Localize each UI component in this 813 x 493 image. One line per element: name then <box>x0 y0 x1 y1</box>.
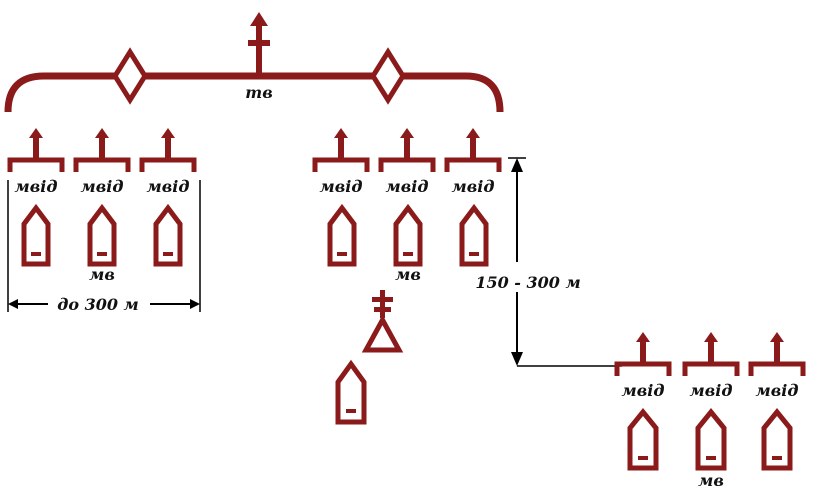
unit-symbol-icon <box>312 128 370 172</box>
unit-symbol-icon <box>378 128 436 172</box>
vehicle-icon <box>87 203 117 267</box>
diamond-left-icon <box>112 47 148 105</box>
arrow-left-icon <box>8 299 18 309</box>
unit-symbol-icon <box>73 128 131 172</box>
unit-symbol-icon <box>682 332 740 376</box>
commander-group: тв <box>4 12 504 113</box>
unit-symbol-icon <box>614 332 672 376</box>
command-post-icon <box>361 290 404 353</box>
unit-label: мвід <box>147 177 190 196</box>
mid-group: мвід мвід мвід мв <box>312 128 502 425</box>
diamond-right-icon <box>370 47 406 105</box>
unit-label: мвід <box>622 381 665 400</box>
arrow-right-icon <box>190 299 200 309</box>
unit-label: мвід <box>756 381 799 400</box>
unit-label: мвід <box>15 177 58 196</box>
vehicle-icon <box>761 408 793 471</box>
sub-label: мв <box>395 265 421 284</box>
width-label: до 300 м <box>57 295 139 314</box>
commander-brace <box>4 72 504 113</box>
vehicle-icon <box>627 408 659 471</box>
right-group: мвід мвід мвід мв <box>614 332 806 490</box>
unit-label: мвід <box>386 177 429 196</box>
unit-label: мвід <box>81 177 124 196</box>
vehicle-icon <box>21 203 51 267</box>
commander-label: тв <box>245 83 272 102</box>
unit-label: мвід <box>690 381 733 400</box>
unit-symbol-icon <box>444 128 502 172</box>
vehicle-icon <box>335 359 367 425</box>
unit-symbol-icon <box>7 128 65 172</box>
sub-label: мв <box>698 471 724 490</box>
sub-label: мв <box>89 265 115 284</box>
depth-dimension: 150 - 300 м <box>475 157 622 367</box>
arrow-up-icon <box>511 158 523 172</box>
unit-symbol-icon <box>748 332 806 376</box>
vehicle-icon <box>393 203 423 267</box>
depth-label: 150 - 300 м <box>475 273 580 292</box>
arrow-down-icon <box>511 352 523 366</box>
unit-symbol-icon <box>139 128 197 172</box>
width-dimension: до 300 м <box>7 180 201 314</box>
vehicle-icon <box>695 408 727 471</box>
commander-arrow-icon <box>248 12 270 76</box>
vehicle-icon <box>327 203 357 267</box>
vehicle-icon <box>459 203 489 267</box>
left-group: мвід мвід мвід мв <box>7 128 201 314</box>
unit-label: мвід <box>452 177 495 196</box>
unit-label: мвід <box>320 177 363 196</box>
vehicle-icon <box>153 203 183 267</box>
